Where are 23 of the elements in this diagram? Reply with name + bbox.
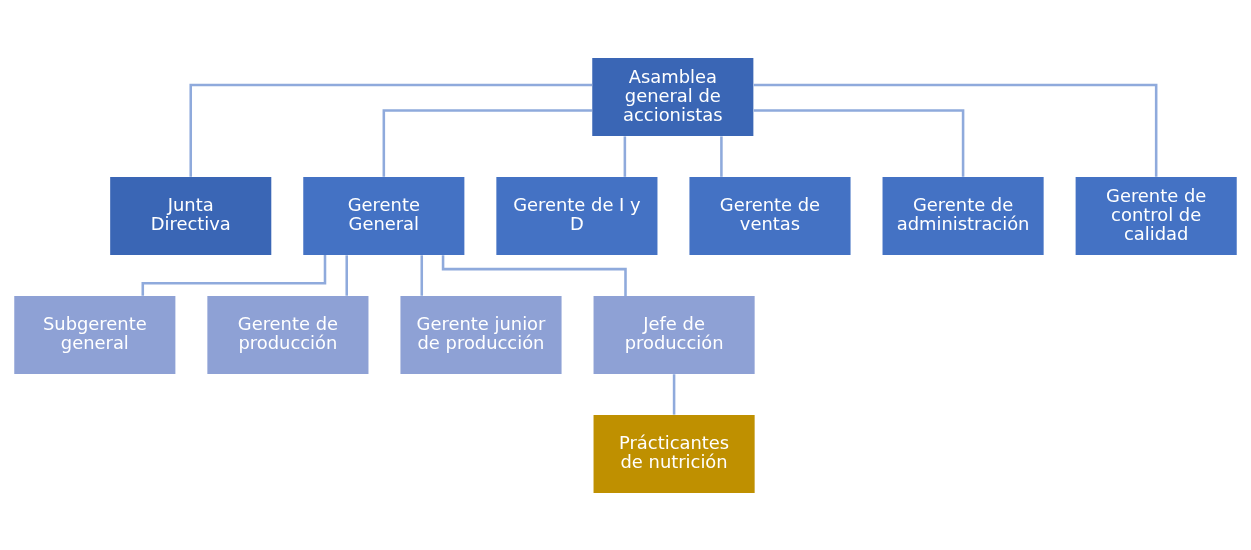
connector: [720, 135, 723, 177]
node-box: Junta Directiva: [110, 176, 272, 255]
connector: [623, 135, 627, 177]
connector: [672, 373, 676, 415]
connector: [189, 83, 593, 177]
node-box: Jefe de producción: [593, 295, 755, 374]
connector: [753, 108, 965, 177]
node-box: Gerente de producción: [207, 295, 369, 374]
node-box: Gerente de ventas: [689, 176, 851, 255]
node-box: Gerente junior de producción: [400, 295, 562, 374]
node-box: Prácticantes de nutrición: [593, 414, 755, 493]
node-box: Gerente de I y D: [496, 176, 658, 255]
node-box: Asamblea general de accionistas: [592, 57, 754, 136]
node-box: Gerente de administración: [882, 176, 1044, 255]
connector: [420, 254, 424, 296]
connector: [753, 83, 1158, 177]
connector: [441, 254, 627, 296]
connector: [382, 108, 592, 177]
node-box: Subgerente general: [14, 295, 176, 374]
connector: [141, 254, 327, 296]
node-box: Gerente General: [303, 176, 465, 255]
connector: [345, 254, 348, 296]
node-box: Gerente de control de calidad: [1075, 176, 1237, 255]
